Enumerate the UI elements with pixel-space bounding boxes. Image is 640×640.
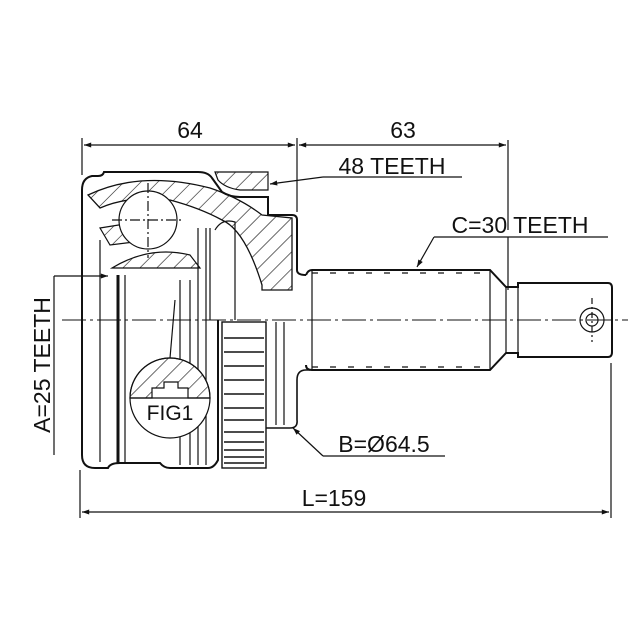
total-length-label: L=159: [302, 485, 367, 511]
leader-30-teeth: [416, 236, 435, 268]
dimension-total-length: [79, 363, 612, 518]
inner-teeth-label: A=25 TEETH: [29, 297, 55, 433]
fig1-detail: [129, 299, 211, 439]
dimension-housing-length: [81, 138, 298, 212]
housing: [81, 171, 307, 469]
leader-64-5: [292, 427, 324, 457]
dim-64-label: 64: [177, 117, 203, 143]
abs-ring: [221, 321, 310, 469]
spline-shaft: [305, 269, 613, 371]
dimension-stem-length: [299, 140, 509, 290]
abs-diameter-label: B=Ø64.5: [338, 431, 429, 457]
dim-63-label: 63: [390, 117, 416, 143]
fig1-label: FIG1: [147, 402, 194, 425]
shaft-teeth-label: C=30 TEETH: [452, 212, 589, 238]
leader-48-teeth: [269, 176, 324, 186]
outer-teeth-label: 48 TEETH: [339, 153, 446, 179]
